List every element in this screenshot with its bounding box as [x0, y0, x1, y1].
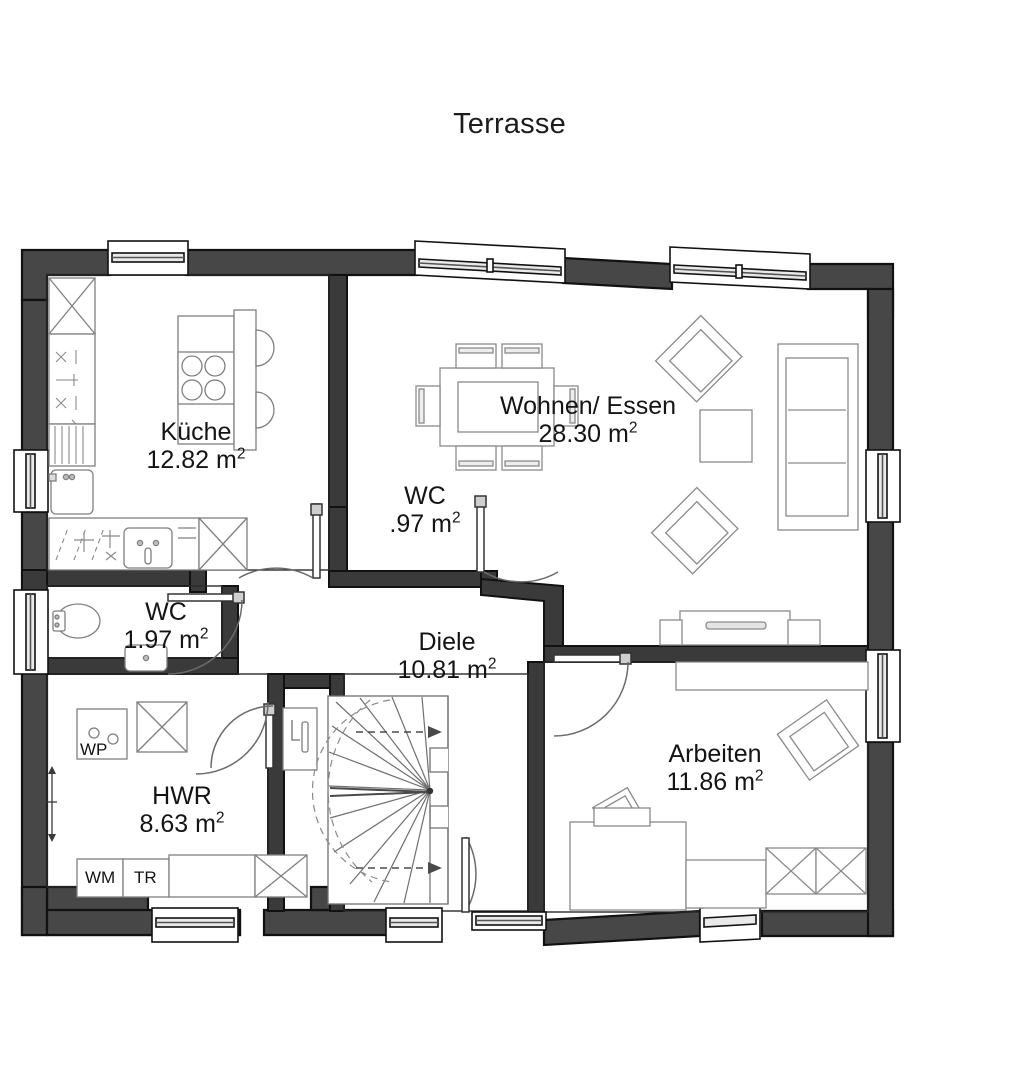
hwr-equipment: [47, 701, 318, 898]
door-wc-oben: [474, 495, 559, 583]
door-entry: [461, 836, 477, 913]
doors: [167, 495, 632, 913]
door-hwr: [195, 701, 276, 775]
wc-lower-fixtures: [52, 603, 168, 672]
living-dining-furniture: [415, 314, 859, 646]
windows: [13, 240, 901, 943]
door-kueche: [238, 503, 323, 579]
appliance-label-tr: TR: [134, 868, 157, 887]
appliance-label-wp: WP: [80, 740, 108, 759]
office-furniture: [569, 661, 869, 911]
appliance-label-wm: WM: [85, 868, 116, 887]
page-title: Terrasse: [453, 108, 566, 140]
door-wc-unten: [167, 591, 245, 675]
kitchen-furniture: [48, 277, 275, 571]
staircase: [311, 695, 449, 905]
door-arbeiten: [553, 652, 632, 737]
